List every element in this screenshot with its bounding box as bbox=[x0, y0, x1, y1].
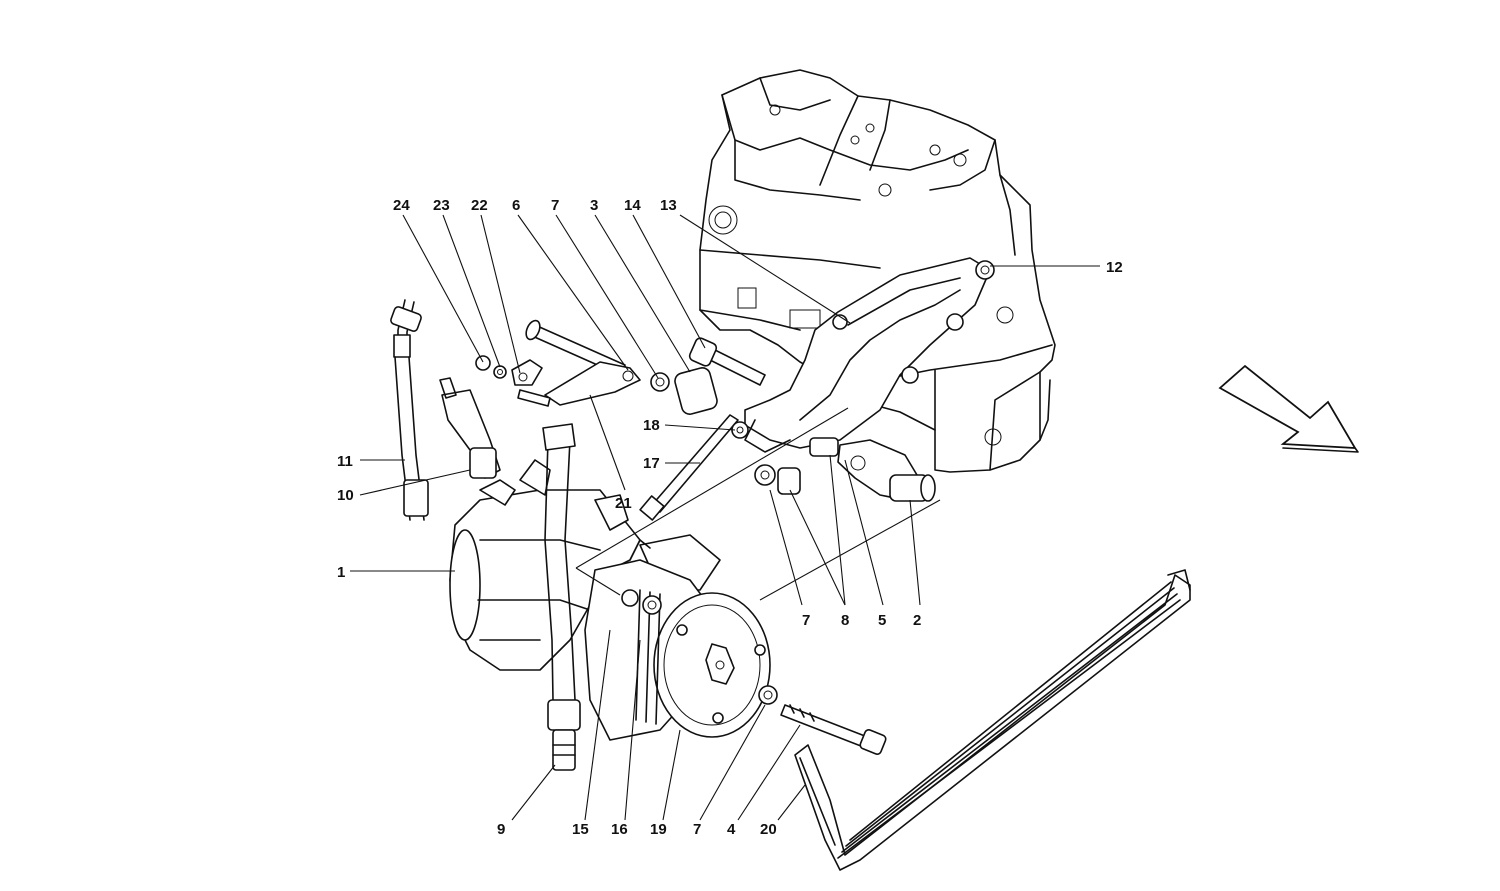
callout-11: 11 bbox=[337, 453, 353, 470]
callout-4: 4 bbox=[727, 821, 736, 838]
callout-24: 24 bbox=[393, 197, 410, 214]
callout-13: 13 bbox=[660, 197, 677, 214]
discharge-hose bbox=[542, 423, 581, 771]
refrigerant-hose bbox=[390, 299, 429, 521]
upper-mount-hardware bbox=[475, 319, 766, 415]
callout-8: 8 bbox=[841, 612, 849, 629]
callout-15: 15 bbox=[572, 821, 589, 838]
callout-22: 22 bbox=[471, 197, 488, 214]
hose-fitting bbox=[439, 377, 501, 479]
callout-23: 23 bbox=[433, 197, 450, 214]
compressor-support-bracket bbox=[744, 257, 995, 453]
callout-10: 10 bbox=[337, 487, 354, 504]
direction-arrow-icon bbox=[1218, 364, 1359, 453]
callout-20: 20 bbox=[760, 821, 777, 838]
callout-14: 14 bbox=[624, 197, 641, 214]
callout-labels: 24 23 22 6 7 3 14 13 12 18 17 11 10 21 1… bbox=[337, 197, 1123, 838]
drive-belt bbox=[794, 569, 1191, 871]
lower-mount-bracket bbox=[754, 437, 936, 502]
callout-7-middle: 7 bbox=[802, 612, 810, 629]
pulley-bolt bbox=[758, 685, 887, 755]
callout-17: 17 bbox=[643, 455, 660, 472]
callout-18: 18 bbox=[643, 417, 660, 434]
callout-19: 19 bbox=[650, 821, 667, 838]
compressor-pulley bbox=[584, 539, 771, 741]
engine-block bbox=[699, 69, 1056, 473]
callout-5: 5 bbox=[878, 612, 886, 629]
callout-7-upper: 7 bbox=[551, 197, 559, 214]
leader-lines bbox=[350, 214, 1100, 821]
callout-9: 9 bbox=[497, 821, 505, 838]
callout-3: 3 bbox=[590, 197, 598, 214]
callout-12: 12 bbox=[1106, 259, 1123, 276]
callout-21: 21 bbox=[615, 495, 632, 512]
callout-1: 1 bbox=[337, 564, 345, 581]
callout-6: 6 bbox=[512, 197, 520, 214]
callout-2: 2 bbox=[913, 612, 921, 629]
callout-16: 16 bbox=[611, 821, 628, 838]
callout-7-lower: 7 bbox=[693, 821, 701, 838]
